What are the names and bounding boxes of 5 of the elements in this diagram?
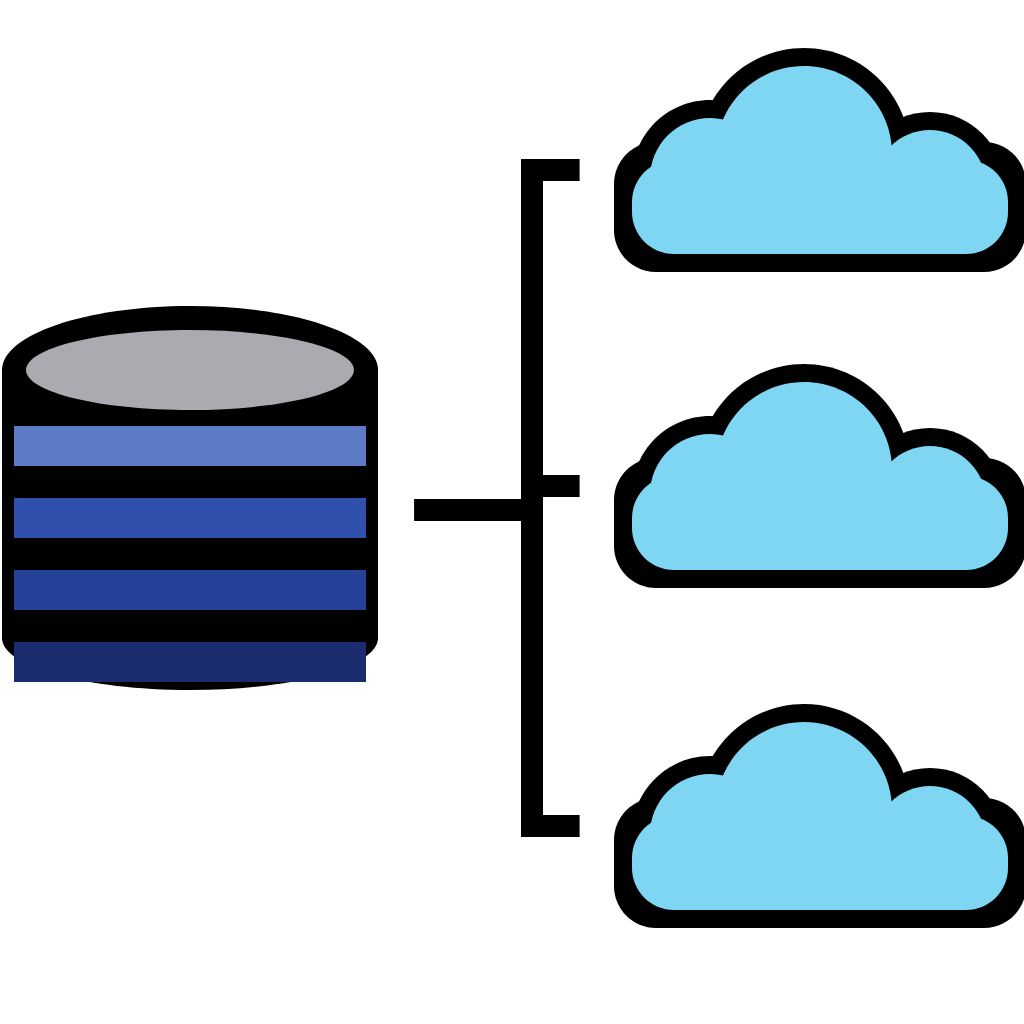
cloud-drawing bbox=[614, 48, 1024, 272]
cloud-drawing bbox=[614, 364, 1024, 588]
connector-line bbox=[414, 499, 580, 837]
database-drawing bbox=[2, 306, 378, 690]
cloud-drawing bbox=[614, 704, 1024, 928]
